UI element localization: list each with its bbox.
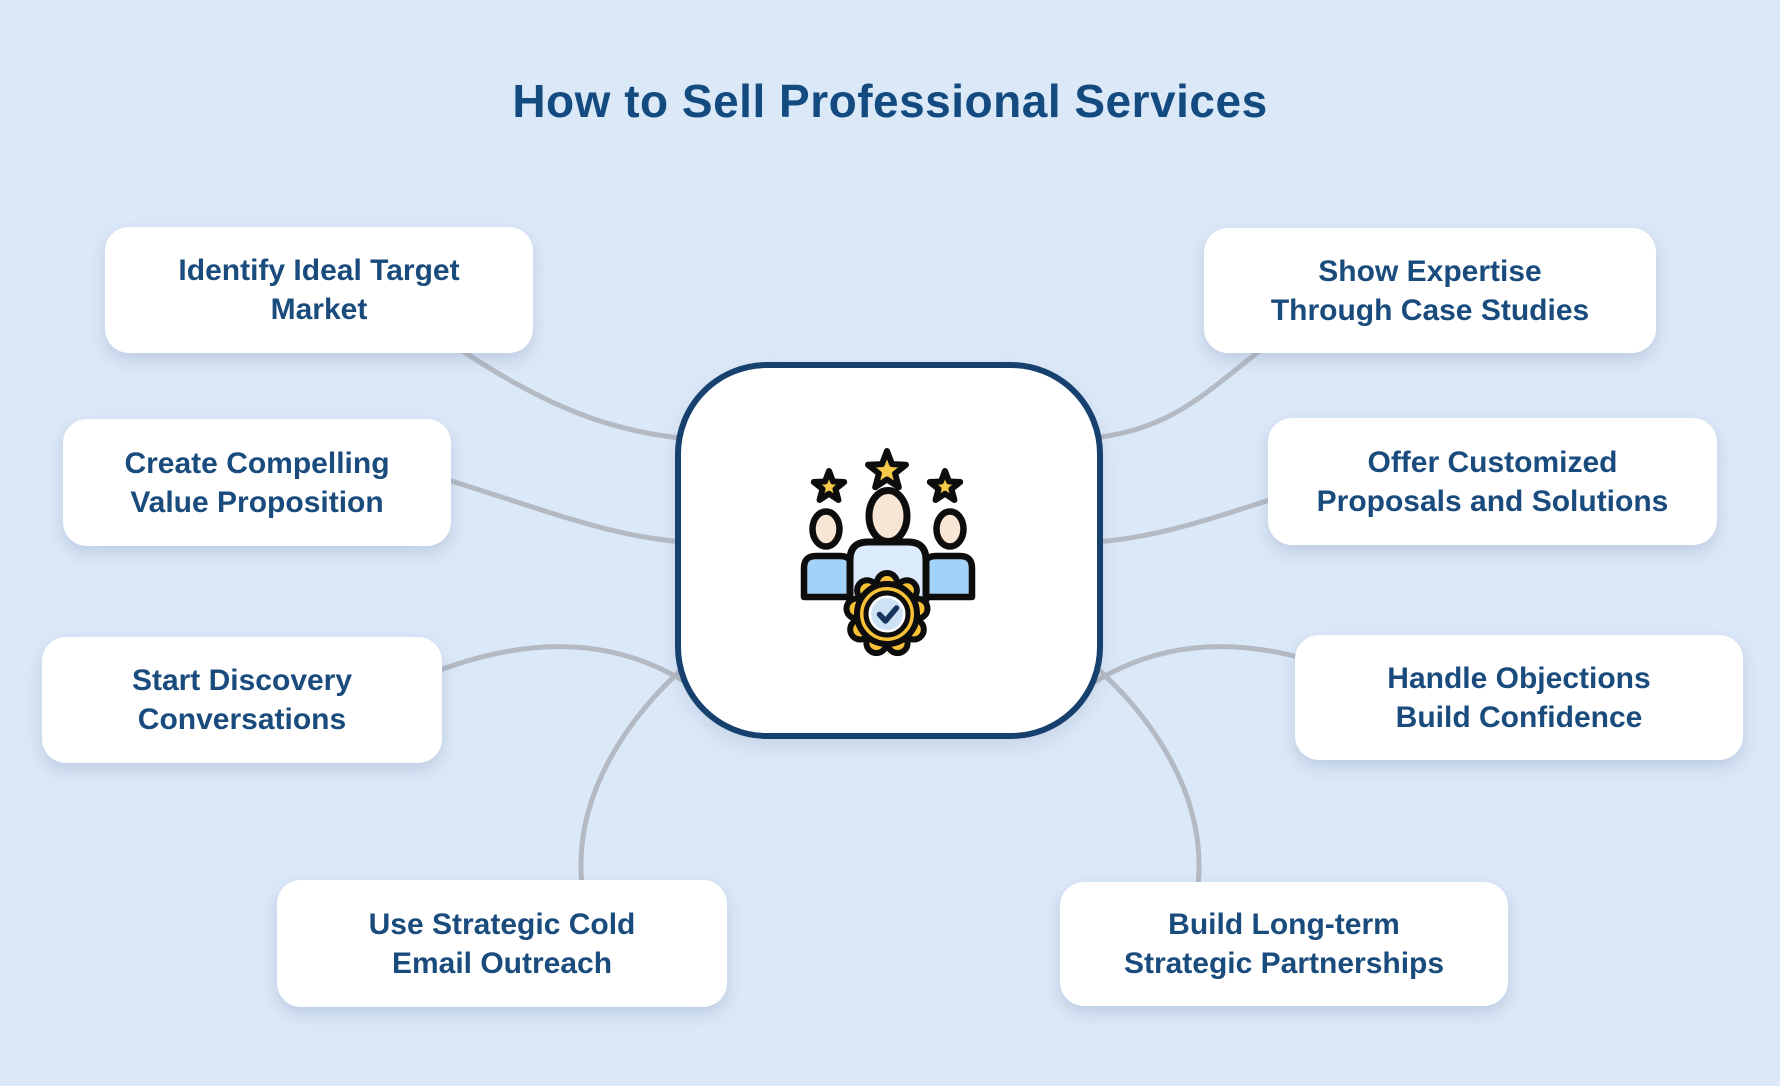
- node-label: Show Expertise Through Case Studies: [1270, 254, 1590, 327]
- badge-fill: [871, 597, 903, 630]
- connector-line: [439, 475, 703, 546]
- node-label: Create Compelling Value Proposition: [124, 446, 390, 519]
- node-build-long-term-strategic-partnerships: Build Long-term Strategic Partnerships: [1060, 882, 1508, 1006]
- page-title: How to Sell Professional Services: [512, 75, 1268, 127]
- node-create-compelling-value-proposition: Create Compelling Value Proposition: [63, 419, 451, 546]
- person-left-body: [800, 552, 856, 600]
- connector-line: [452, 343, 711, 443]
- node-identify-ideal-target-market: Identify Ideal Target Market: [105, 227, 533, 353]
- person-center-head: [865, 486, 911, 545]
- node-handle-objections-build-confidence: Handle Objections Build Confidence: [1295, 635, 1743, 760]
- node-label: Offer Customized Proposals and Solutions: [1316, 445, 1669, 518]
- center-node: [675, 362, 1103, 739]
- stars-icon: [810, 447, 964, 503]
- check-icon: [876, 604, 900, 624]
- node-offer-customized-proposals-and-solutions: Offer Customized Proposals and Solutions: [1268, 418, 1717, 545]
- node-label: Build Long-term Strategic Partnerships: [1123, 908, 1445, 980]
- node-label: Handle Objections Build Confidence: [1387, 661, 1651, 734]
- person-right-head: [933, 507, 967, 550]
- node-show-expertise-through-case-studies: Show Expertise Through Case Studies: [1204, 228, 1656, 353]
- person-left-head: [809, 507, 843, 550]
- connector-line: [578, 649, 705, 889]
- team-rating-gear-icon: [800, 447, 976, 656]
- person-right-body: [920, 552, 976, 600]
- gear-check-icon: [843, 569, 931, 656]
- node-label: Start Discovery Conversations: [131, 664, 353, 736]
- connector-line: [1075, 649, 1202, 889]
- node-label: Identify Ideal Target Market: [178, 254, 460, 326]
- connector-line: [1069, 345, 1266, 443]
- node-use-strategic-cold-email-outreach: Use Strategic Cold Email Outreach: [277, 880, 727, 1007]
- node-start-discovery-conversations: Start Discovery Conversations: [42, 637, 442, 763]
- node-label: Use Strategic Cold Email Outreach: [368, 907, 636, 980]
